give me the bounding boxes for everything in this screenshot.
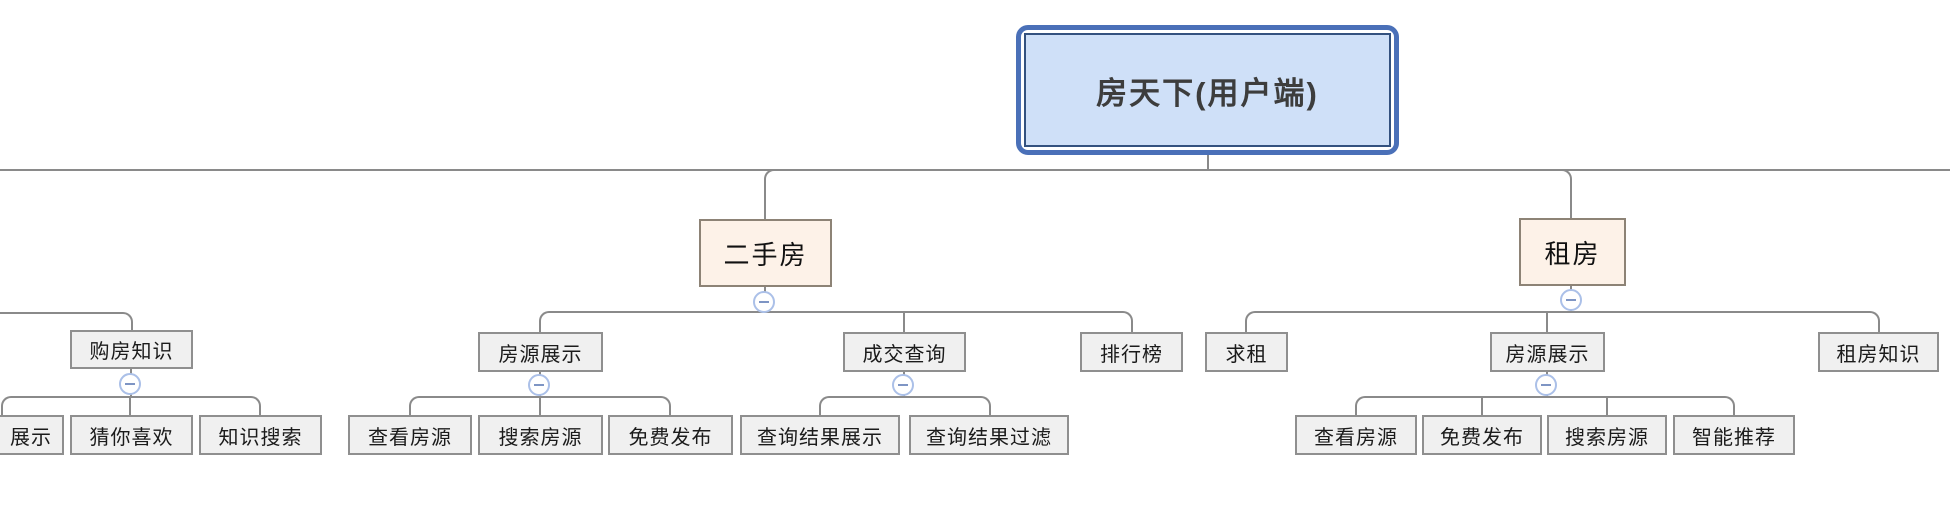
node-knowledge-search[interactable]: 知识搜索 (199, 415, 322, 455)
connector-knowledge-children-line (1, 396, 261, 415)
node-sh-free-publish[interactable]: 免费发布 (608, 415, 733, 455)
minus-bar (1566, 299, 1576, 301)
connector-rent-listing-mid-drop-1 (1481, 396, 1483, 415)
connector-rent-listing-drop (1546, 311, 1548, 332)
node-guess-you-like[interactable]: 猜你喜欢 (70, 415, 193, 455)
connector-rent-corner (1560, 169, 1572, 181)
collapse-minus-icon[interactable] (892, 374, 914, 396)
collapse-minus-icon[interactable] (528, 374, 550, 396)
node-knowledge-display[interactable]: 展示 (0, 415, 64, 455)
node-rent-view-listing[interactable]: 查看房源 (1295, 415, 1417, 455)
collapse-minus-icon[interactable] (119, 373, 141, 395)
connector-secondhand-drop (764, 179, 766, 219)
node-rent[interactable]: 租房 (1519, 218, 1626, 286)
connector-rent-drop (1570, 179, 1572, 218)
node-rent-listing-display[interactable]: 房源展示 (1490, 332, 1605, 372)
minus-bar (1541, 384, 1551, 386)
connector-trunk (0, 169, 1950, 171)
minus-bar (898, 384, 908, 386)
minus-bar (759, 301, 769, 303)
node-query-result-display[interactable]: 查询结果展示 (740, 415, 900, 455)
node-seek-rent[interactable]: 求租 (1205, 332, 1288, 372)
connector-left-parent-line (0, 312, 133, 330)
node-rent-knowledge[interactable]: 租房知识 (1818, 332, 1939, 372)
node-sh-search-listing[interactable]: 搜索房源 (478, 415, 603, 455)
connector-knowledge-mid-drop (129, 396, 131, 415)
node-rent-search-listing[interactable]: 搜索房源 (1547, 415, 1667, 455)
node-secondhand[interactable]: 二手房 (699, 219, 832, 287)
connector-deal-query-children-line (819, 396, 991, 415)
node-rent-smart-recommend[interactable]: 智能推荐 (1673, 415, 1795, 455)
minus-bar (125, 383, 135, 385)
connector-secondhand-children-line (539, 311, 1133, 332)
connector-rent-listing-mid-drop-2 (1606, 396, 1608, 415)
collapse-minus-icon[interactable] (753, 291, 775, 313)
node-deal-query[interactable]: 成交查询 (843, 332, 966, 372)
node-sh-listing-display[interactable]: 房源展示 (478, 332, 603, 372)
node-knowledge[interactable]: 购房知识 (70, 330, 193, 369)
connector-root-stub (1207, 155, 1209, 170)
node-sh-view-listing[interactable]: 查看房源 (348, 415, 472, 455)
minus-bar (534, 384, 544, 386)
connector-rent-children-line (1245, 311, 1880, 332)
node-root-label: 房天下(用户端) (1024, 33, 1391, 147)
collapse-minus-icon[interactable] (1535, 374, 1557, 396)
connector-sh-listing-mid-drop (539, 396, 541, 415)
connector-rent-listing-children-line (1355, 396, 1735, 415)
node-root[interactable]: 房天下(用户端) (1016, 25, 1399, 155)
node-query-result-filter[interactable]: 查询结果过滤 (909, 415, 1069, 455)
connector-secondhand-corner (764, 169, 776, 181)
collapse-minus-icon[interactable] (1560, 289, 1582, 311)
connector-deal-query-drop (903, 311, 905, 332)
node-ranking[interactable]: 排行榜 (1080, 332, 1183, 372)
node-rent-free-publish[interactable]: 免费发布 (1422, 415, 1542, 455)
